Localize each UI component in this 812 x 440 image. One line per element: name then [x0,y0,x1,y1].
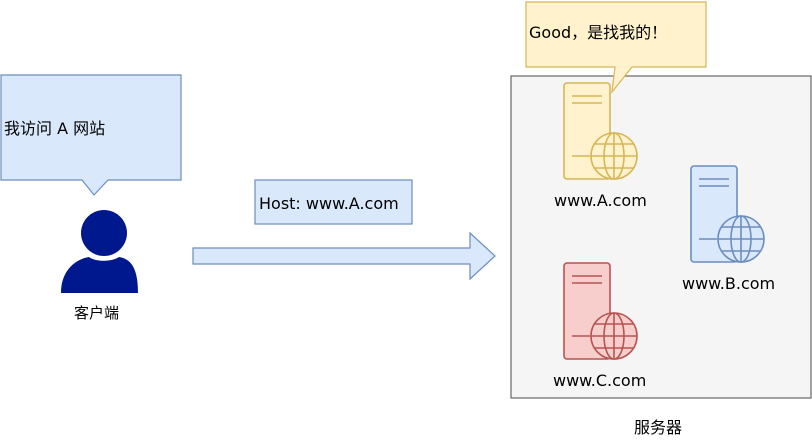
client-label: 客户端 [74,304,120,322]
globe-icon [590,312,638,360]
server-c-icon [563,262,638,360]
server-container [510,75,812,399]
client-speech-text: 我访问 A 网站 [4,119,106,138]
server-b-icon [690,165,765,263]
server-c-label: www.C.com [553,371,647,390]
globe-icon [590,132,638,180]
request-header-box [254,179,413,225]
user-icon [61,210,138,293]
request-arrow [192,231,496,281]
response-speech-bubble [525,1,707,95]
server-a-label: www.A.com [554,191,647,210]
request-header-text: Host: www.A.com [259,194,399,213]
response-speech-text: Good，是找我的！ [529,23,668,42]
globe-icon [717,215,765,263]
server-a-icon [563,82,638,180]
server-group-label: 服务器 [634,418,683,437]
server-b-label: www.B.com [682,274,776,293]
client-speech-bubble [0,74,182,196]
